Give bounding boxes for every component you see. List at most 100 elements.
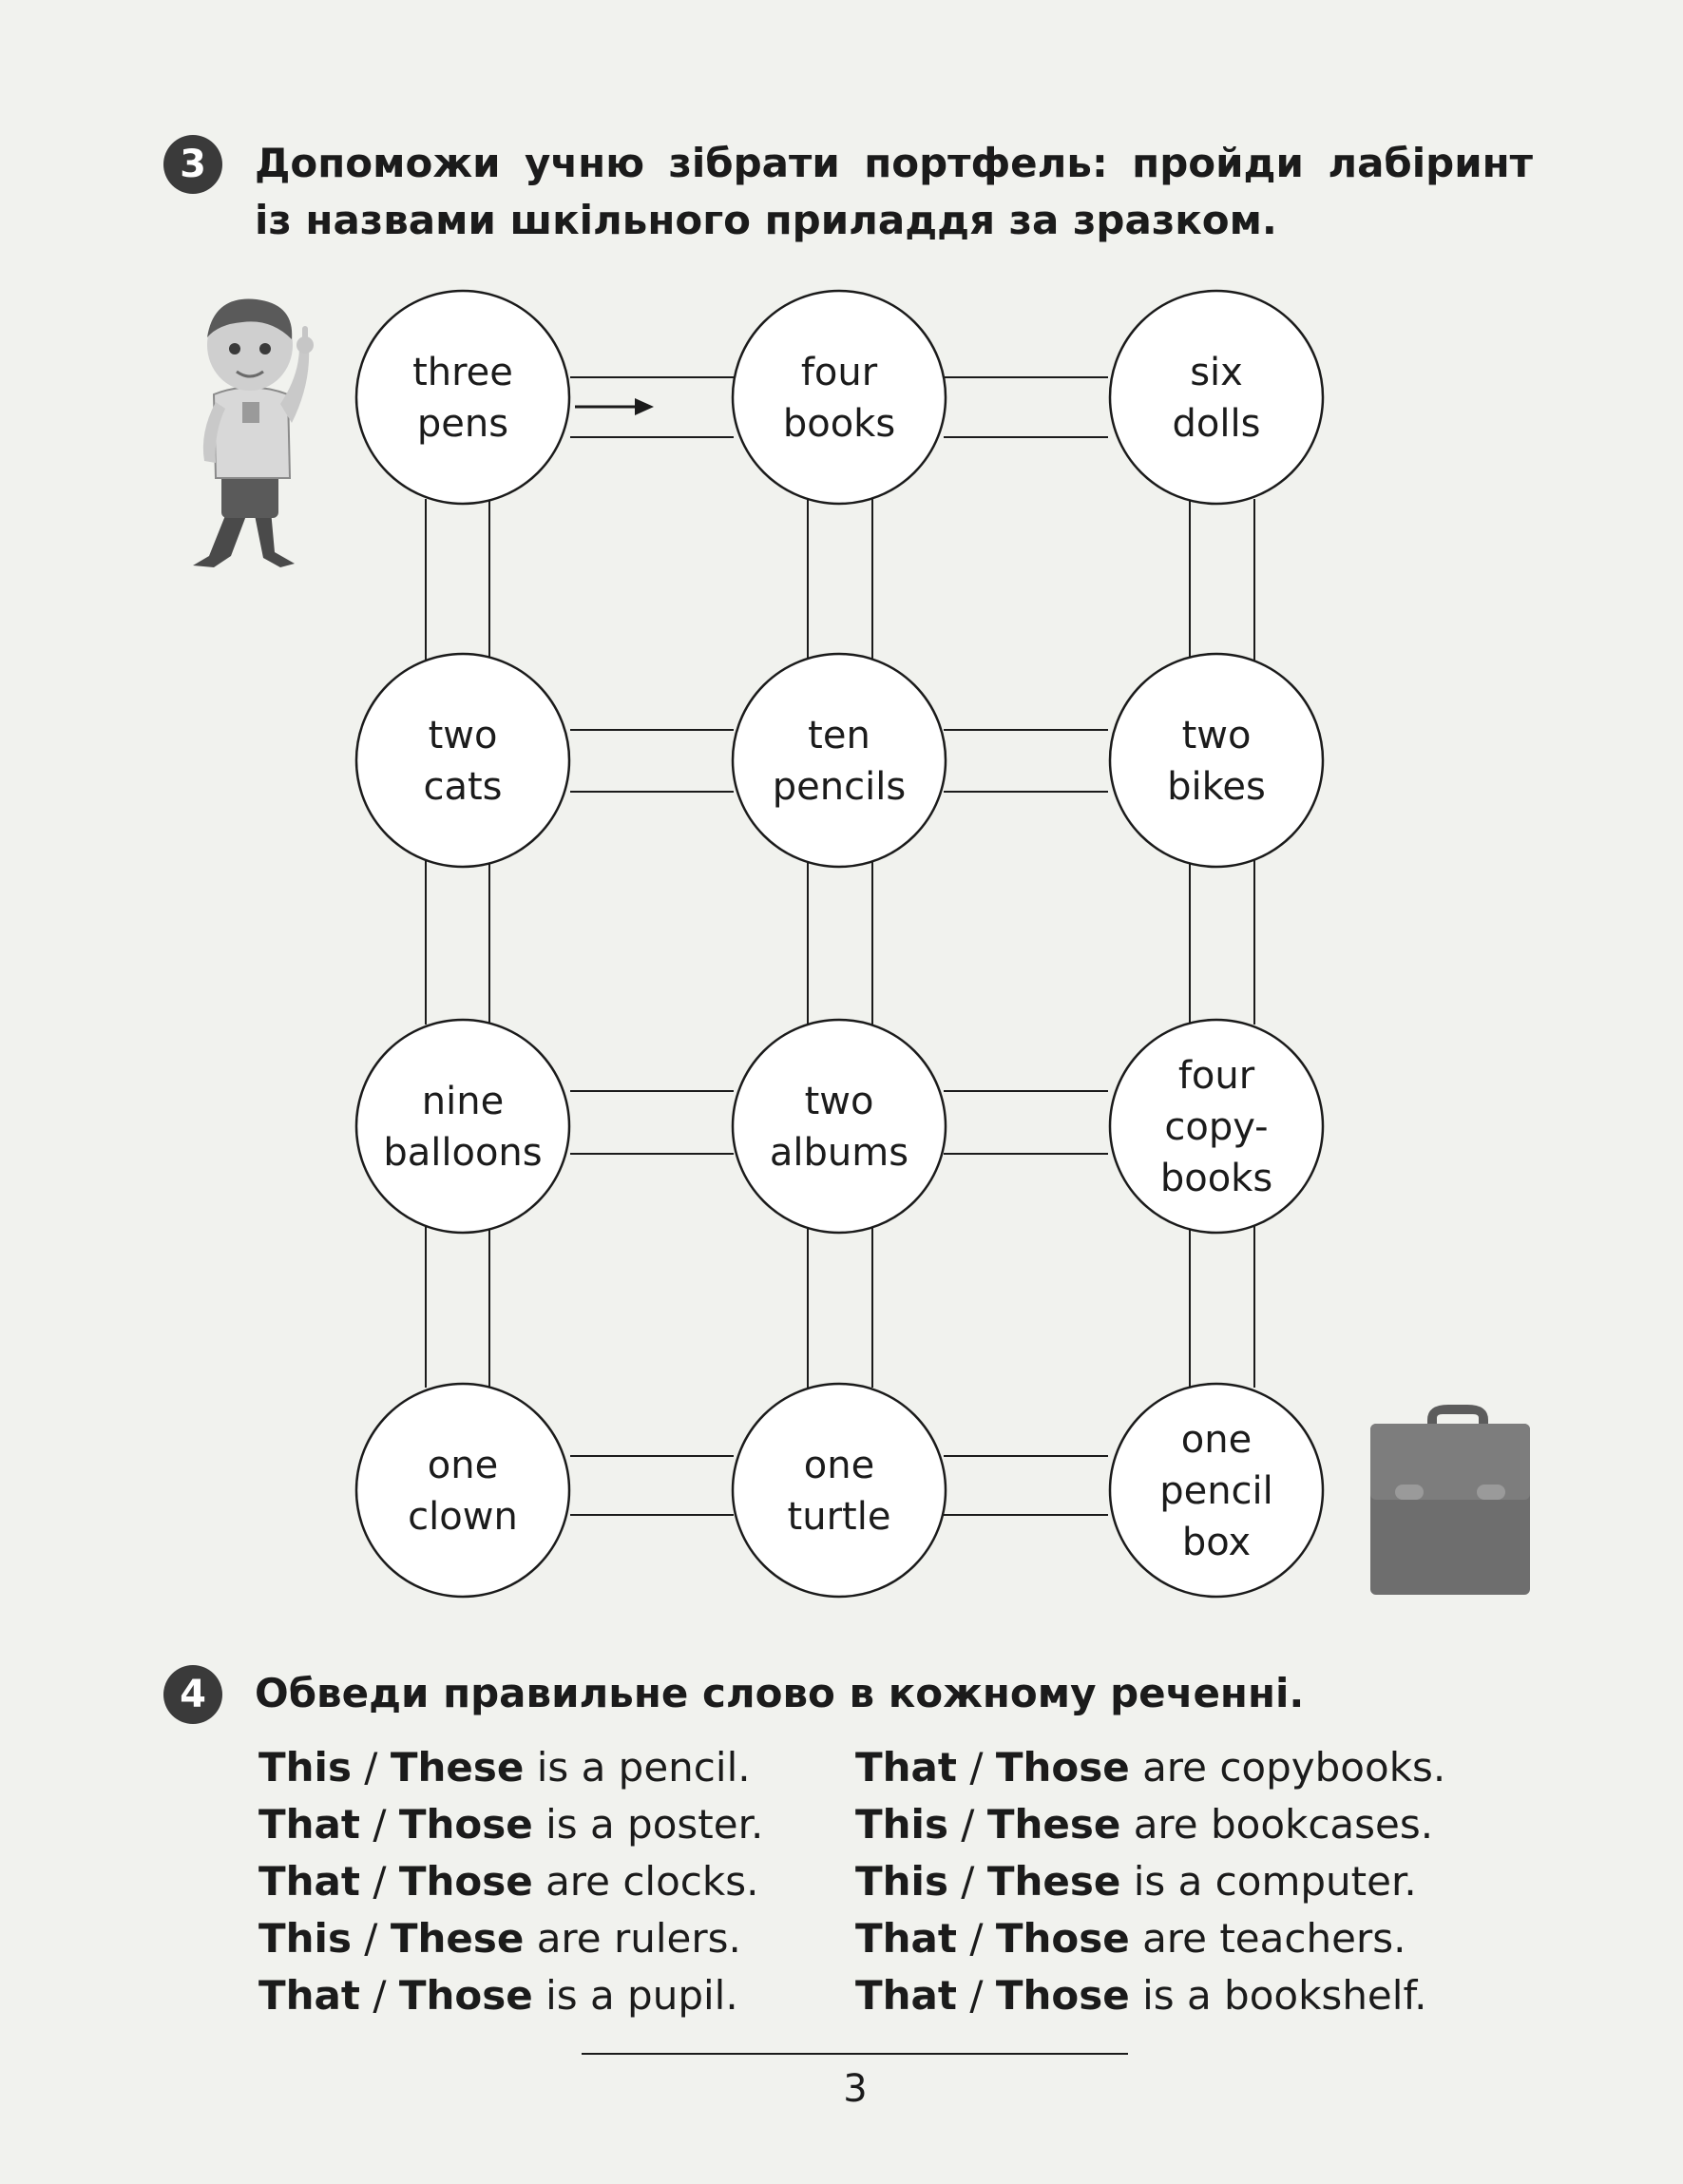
maze-node-label: nine — [422, 1080, 504, 1123]
option-word-b[interactable]: Those — [398, 1801, 533, 1848]
sentence-rest: are rulers. — [524, 1915, 741, 1962]
option-separator: / — [947, 1801, 987, 1848]
sentence-rest: are teachers. — [1129, 1915, 1406, 1962]
option-separator: / — [359, 1972, 399, 2019]
maze-node-circle — [354, 1018, 571, 1235]
maze-node-label: dolls — [1173, 402, 1261, 446]
task-3-number: 3 — [163, 135, 222, 194]
sentences-left-column: This / These is a pencil.That / Those is… — [258, 1739, 763, 2024]
maze-node-label: box — [1182, 1521, 1251, 1564]
schoolbag-icon — [1370, 1405, 1530, 1595]
sentence: That / Those are teachers. — [855, 1910, 1445, 1967]
option-separator: / — [947, 1858, 987, 1905]
sentence: This / These is a pencil. — [258, 1739, 763, 1796]
option-word-a[interactable]: That — [855, 1915, 957, 1962]
maze-node-label: copy- — [1164, 1105, 1268, 1149]
option-word-a[interactable]: That — [855, 1744, 957, 1791]
sentence-rest: is a poster. — [532, 1801, 764, 1848]
maze-node-label: pencils — [773, 765, 906, 809]
maze-node-label: cats — [423, 765, 502, 809]
task-4-title: Обведи правильне слово в кожному реченні… — [255, 1670, 1305, 1716]
maze-node-label: two — [1182, 714, 1252, 757]
option-word-b[interactable]: Those — [995, 1915, 1130, 1962]
option-word-b[interactable]: Those — [995, 1972, 1130, 2019]
option-word-a[interactable]: This — [258, 1915, 352, 1962]
option-word-b[interactable]: These — [986, 1801, 1121, 1848]
option-word-b[interactable]: Those — [398, 1858, 533, 1905]
maze-node: four copy-books — [1108, 1018, 1325, 1235]
option-word-b[interactable]: These — [390, 1915, 525, 1962]
footer-rule — [582, 2053, 1128, 2055]
maze-node-label: books — [783, 402, 895, 446]
maze-node-label: four — [1178, 1054, 1255, 1098]
maze-node-label: albums — [770, 1131, 908, 1175]
option-separator: / — [956, 1744, 996, 1791]
maze-node-label: balloons — [383, 1131, 542, 1175]
task-3-title-line-1: Допоможи учню зібрати портфель: пройди л… — [255, 140, 1533, 186]
maze-node: ten pencils — [731, 652, 947, 869]
option-word-a[interactable]: This — [855, 1858, 948, 1905]
maze-node-label: one — [804, 1444, 874, 1487]
option-word-a[interactable]: This — [258, 1744, 352, 1791]
maze-node-label: clown — [408, 1495, 518, 1539]
page-number: 3 — [843, 2067, 868, 2111]
sentence-rest: are copybooks. — [1129, 1744, 1446, 1791]
sentence-rest: is a bookshelf. — [1129, 1972, 1427, 2019]
option-word-b[interactable]: These — [986, 1858, 1121, 1905]
sentence-rest: is a pupil. — [532, 1972, 738, 2019]
maze-node-label: two — [429, 714, 498, 757]
maze-node-label: pens — [417, 402, 508, 446]
sentence-rest: are clocks. — [532, 1858, 759, 1905]
maze-node: two cats — [354, 652, 571, 869]
sentence: That / Those is a poster. — [258, 1796, 763, 1853]
maze-node-label: four — [801, 351, 878, 394]
maze-corridors — [425, 376, 1255, 1516]
sentence: This / These is a computer. — [855, 1853, 1445, 1910]
sentence: That / Those are clocks. — [258, 1853, 763, 1910]
maze-node-label: ten — [808, 714, 870, 757]
maze-node: four books — [731, 289, 947, 506]
option-word-a[interactable]: That — [258, 1801, 360, 1848]
option-separator: / — [351, 1744, 391, 1791]
sentence: This / These are rulers. — [258, 1910, 763, 1967]
option-separator: / — [956, 1915, 996, 1962]
maze-node-label: turtle — [788, 1495, 891, 1539]
sentence: This / These are bookcases. — [855, 1796, 1445, 1853]
maze-node-label: books — [1160, 1157, 1272, 1200]
maze-node-circle — [731, 1382, 947, 1599]
option-word-a[interactable]: This — [855, 1801, 948, 1848]
maze-node-circle — [1108, 1382, 1325, 1599]
sentence: That / Those are copybooks. — [855, 1739, 1445, 1796]
option-word-b[interactable]: These — [390, 1744, 525, 1791]
maze-node-circle — [354, 289, 571, 506]
option-word-b[interactable]: Those — [398, 1972, 533, 2019]
option-separator: / — [359, 1801, 399, 1848]
sentence-rest: are bookcases. — [1120, 1801, 1434, 1848]
maze-node: one turtle — [731, 1382, 947, 1599]
maze-node-circle — [1108, 289, 1325, 506]
maze-node-label: three — [412, 351, 513, 394]
maze-node-circle — [354, 1382, 571, 1599]
maze-node-circle — [731, 289, 947, 506]
maze-node-circle — [1108, 1018, 1325, 1235]
maze-node-label: pencil — [1159, 1469, 1273, 1513]
example-arrow — [575, 398, 654, 415]
option-word-b[interactable]: Those — [995, 1744, 1130, 1791]
sentence-rest: is a computer. — [1120, 1858, 1417, 1905]
sentence: That / Those is a bookshelf. — [855, 1967, 1445, 2024]
maze-node-circle — [1108, 652, 1325, 869]
option-word-a[interactable]: That — [258, 1972, 360, 2019]
sentences-right-column: That / Those are copybooks.This / These … — [855, 1739, 1445, 2024]
option-word-a[interactable]: That — [258, 1858, 360, 1905]
maze-node: three pens — [354, 289, 571, 506]
maze-node-circle — [731, 1018, 947, 1235]
task-4-number: 4 — [163, 1665, 222, 1724]
option-word-a[interactable]: That — [855, 1972, 957, 2019]
